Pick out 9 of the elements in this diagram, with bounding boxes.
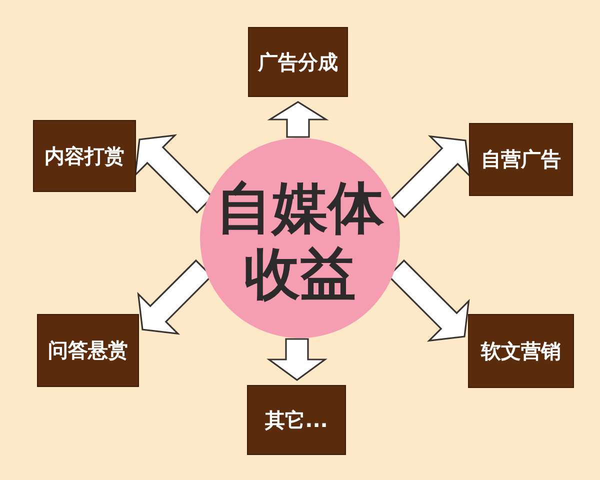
category-box: 其它... [247,385,346,455]
hub-circle: 自媒体收益 [200,138,400,338]
category-box: 软文营销 [468,314,574,388]
category-box: 广告分成 [248,27,348,97]
block-arrow [267,101,329,138]
category-box: 内容打赏 [33,120,136,192]
block-arrow [266,338,328,381]
category-box: 问答悬赏 [37,314,139,387]
category-box: 自营广告 [469,123,573,196]
